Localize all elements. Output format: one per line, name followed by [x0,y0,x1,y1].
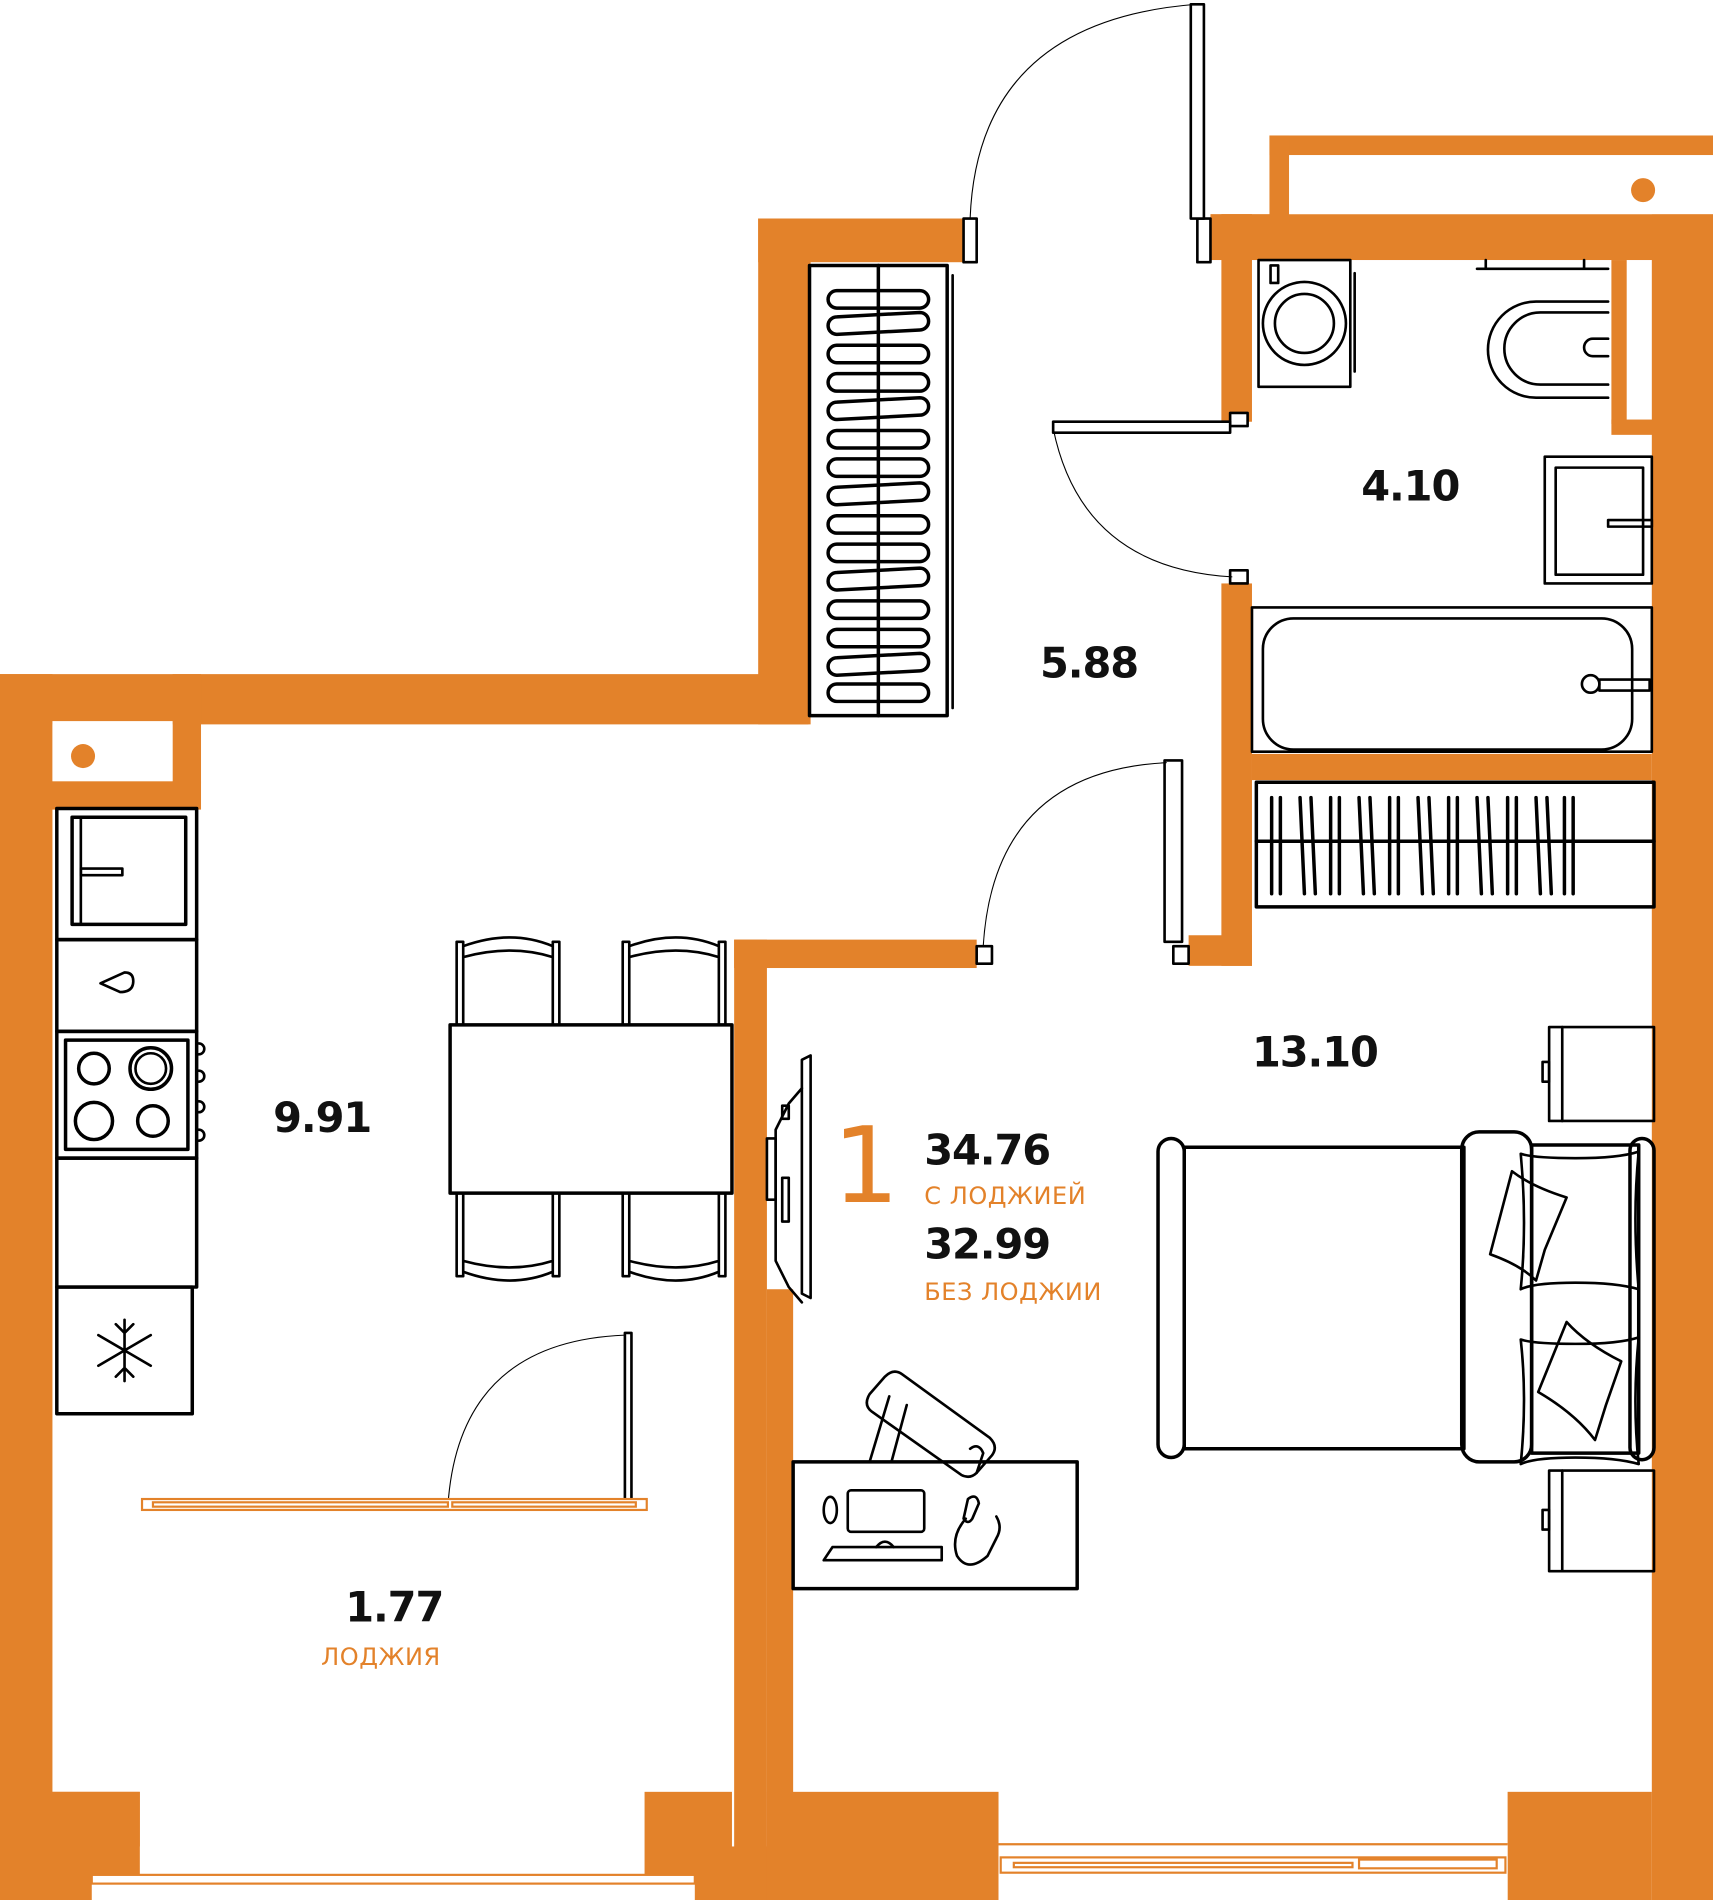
bed-icon [1156,1130,1656,1464]
kitchen-sink-icon [55,937,199,1034]
nightstand-icon [1541,1469,1656,1573]
radiator-icon [1254,780,1656,909]
area-loggia: 1.77 [345,1582,443,1631]
desk-icon [791,1460,1079,1591]
area-bathroom: 4.10 [1361,461,1459,510]
computer-icon [822,1488,1001,1566]
room-labels: 5.88 4.10 9.91 13.10 1.77 ЛОДЖИЯ [273,461,1460,1671]
area-bedroom: 13.10 [1252,1027,1378,1076]
sink-icon [1543,455,1654,585]
total-with-loggia-label: С ЛОДЖИЕЙ [924,1181,1086,1210]
door-icon[interactable] [975,759,1190,965]
nightstand-icon [1541,1025,1656,1123]
ventilation-shaft-icon [52,155,1713,782]
stove-icon [55,1029,206,1160]
pillow-icon [1488,1150,1641,1466]
total-without-loggia: 32.99 [924,1220,1050,1269]
chair-icon [455,936,727,1282]
label-loggia: ЛОДЖИЯ [321,1643,441,1671]
tv-icon [765,1054,812,1304]
dining-table-icon [448,1023,734,1195]
washing-machine-icon [1257,258,1356,389]
wardrobe-icon [807,263,954,718]
rooms-count: 1 [832,1105,899,1227]
apartment-summary: 1 34.76 С ЛОДЖИЕЙ 32.99 БЕЗ ЛОДЖИИ [832,1105,1101,1306]
door-icon[interactable] [447,1331,633,1507]
area-hallway: 5.88 [1040,638,1138,687]
total-without-loggia-label: БЕЗ ЛОДЖИИ [924,1278,1102,1306]
door-icon[interactable] [1051,411,1249,585]
office-chair-icon [865,1370,997,1479]
window-icon [998,1843,1508,1900]
bathtub-icon [1250,606,1654,754]
fridge-icon [55,806,199,942]
area-kitchen: 9.91 [273,1093,371,1142]
walls [0,135,1713,1900]
door-icon[interactable] [962,3,1212,264]
toilet-icon [1475,258,1610,400]
kitchen-counter [55,1156,199,1289]
window-icon [90,1497,696,1885]
freezer-icon [55,1285,195,1416]
total-with-loggia: 34.76 [924,1126,1050,1175]
